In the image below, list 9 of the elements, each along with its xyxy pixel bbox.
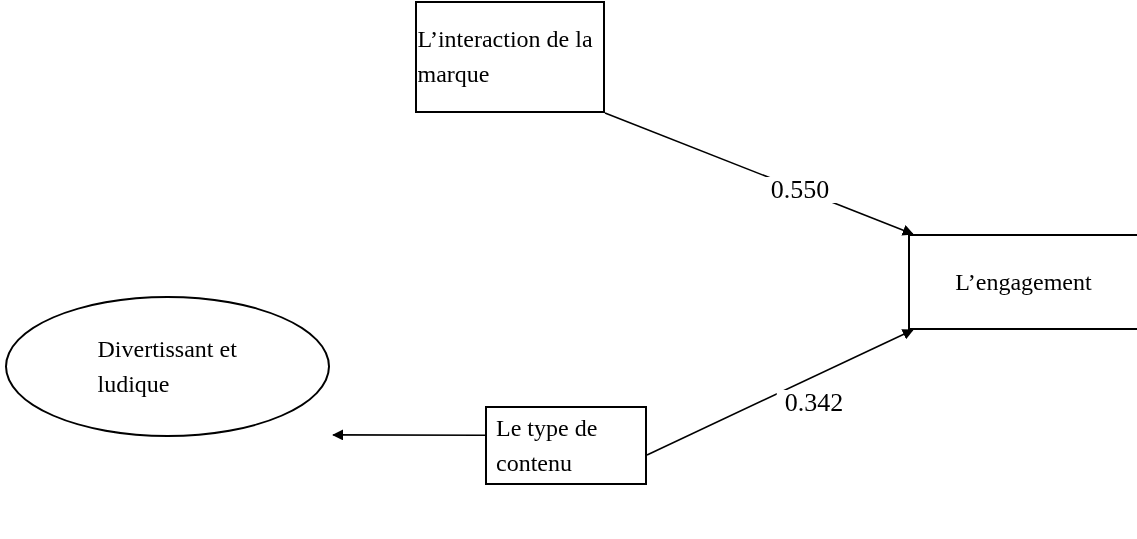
node-label: L’engagement — [955, 267, 1092, 297]
process-box — [485, 406, 647, 485]
node-label: L’interaction de la marque — [417, 25, 594, 89]
process-box — [908, 234, 1137, 330]
arrow — [646, 329, 914, 456]
process-box — [415, 1, 605, 113]
node-label: Divertissant et ludique — [97, 334, 238, 399]
node-label: Le type de contenu — [496, 413, 599, 478]
arrow — [332, 429, 486, 441]
